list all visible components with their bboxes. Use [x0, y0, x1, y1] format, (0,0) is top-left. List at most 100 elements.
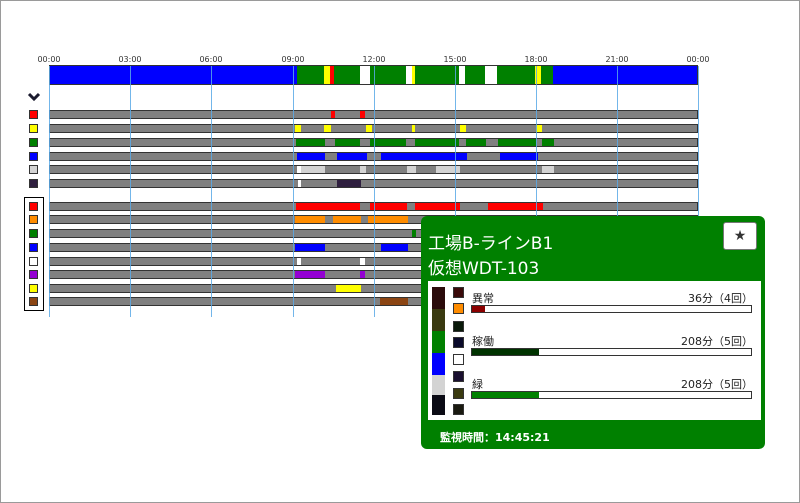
segment	[297, 153, 325, 160]
segment	[370, 66, 406, 84]
tick-label: 09:00	[281, 55, 305, 64]
segment	[301, 166, 325, 173]
segment	[381, 153, 467, 160]
segment	[297, 258, 301, 265]
segment	[301, 139, 325, 146]
segment	[295, 271, 325, 278]
stat-value: 208分（5回）	[681, 335, 753, 348]
strip-segment	[432, 331, 445, 353]
monitor-time: 監視時間：14:45:21	[440, 431, 550, 444]
segment	[412, 230, 416, 237]
stat-bar	[471, 348, 752, 356]
legend-square-green[interactable]	[29, 138, 38, 147]
stat-label: 異常	[472, 292, 494, 305]
segment	[334, 66, 360, 84]
segment	[360, 271, 365, 278]
legend-square-green[interactable]	[29, 229, 38, 238]
legend-square-gray[interactable]	[29, 165, 38, 174]
tick-label: 00:00	[686, 55, 710, 64]
segment	[436, 166, 460, 173]
stat-label: 稼働	[472, 335, 494, 348]
grid-line	[211, 66, 212, 317]
chevron-down-icon[interactable]	[27, 92, 41, 102]
segment	[460, 125, 466, 132]
favorite-button[interactable]: ★	[723, 222, 757, 250]
segment	[407, 166, 416, 173]
segment	[360, 111, 365, 118]
legend-square-red[interactable]	[29, 110, 38, 119]
segment	[370, 203, 407, 210]
segment	[415, 66, 459, 84]
mini-legend-square	[453, 371, 464, 382]
segment	[295, 244, 325, 251]
strip-segment	[432, 353, 445, 375]
segment	[331, 111, 335, 118]
segment	[336, 285, 361, 292]
legend-square-blue[interactable]	[29, 152, 38, 161]
grid-line	[49, 66, 50, 317]
legend-square-yellow[interactable]	[29, 284, 38, 293]
mini-legend-square	[453, 303, 464, 314]
panel-body: 異常 36分（4回） 稼働 208分（5回） 緑 208分（5回）	[428, 281, 761, 420]
segment	[459, 66, 465, 84]
segment	[360, 258, 365, 265]
stat-bar-fill	[472, 349, 539, 355]
stat-value: 208分（5回）	[681, 378, 753, 391]
segment	[380, 298, 408, 305]
segment	[536, 125, 542, 132]
legend-group-box	[24, 197, 44, 311]
legend-square-blue[interactable]	[29, 243, 38, 252]
strip-segment	[432, 287, 445, 309]
stat-bar-fill	[472, 306, 485, 312]
legend-square-white[interactable]	[29, 257, 38, 266]
legend-square-brown[interactable]	[29, 297, 38, 306]
segment	[324, 66, 330, 84]
segment	[335, 139, 360, 146]
segment	[498, 139, 536, 146]
legend-square-orange[interactable]	[29, 215, 38, 224]
segment	[415, 203, 460, 210]
stat-bar	[471, 305, 752, 313]
grid-line	[698, 66, 699, 317]
tick-label: 21:00	[605, 55, 629, 64]
mini-legend-square	[453, 388, 464, 399]
segment	[500, 153, 538, 160]
segment	[368, 216, 408, 223]
panel-title: 工場B-ラインB1	[428, 234, 554, 254]
status-row[interactable]	[49, 138, 698, 147]
grid-line	[617, 66, 618, 317]
mini-legend-square	[453, 287, 464, 298]
legend-square-purple[interactable]	[29, 270, 38, 279]
segment	[466, 139, 486, 146]
stat-bar-fill	[472, 392, 539, 398]
segment	[488, 203, 543, 210]
legend-square-dark[interactable]	[29, 179, 38, 188]
tick-label: 12:00	[362, 55, 386, 64]
segment	[412, 66, 415, 84]
segment	[337, 180, 361, 187]
segment	[324, 125, 331, 132]
segment	[370, 139, 406, 146]
segment	[485, 66, 497, 84]
mini-legend-square	[453, 404, 464, 415]
tick-label: 00:00	[37, 55, 61, 64]
grid-line	[374, 66, 375, 317]
tick-label: 03:00	[118, 55, 142, 64]
segment	[296, 203, 360, 210]
segment	[330, 66, 334, 84]
segment	[465, 66, 485, 84]
segment	[360, 66, 370, 84]
tick-label: 18:00	[524, 55, 548, 64]
strip-segment	[432, 375, 445, 395]
legend-square-yellow[interactable]	[29, 124, 38, 133]
status-row[interactable]	[49, 124, 698, 133]
legend-square-red[interactable]	[29, 202, 38, 211]
segment	[297, 166, 301, 173]
grid-line	[293, 66, 294, 317]
segment	[541, 66, 553, 84]
segment	[381, 244, 408, 251]
segment	[296, 139, 301, 146]
segment	[366, 125, 372, 132]
segment	[542, 139, 554, 146]
